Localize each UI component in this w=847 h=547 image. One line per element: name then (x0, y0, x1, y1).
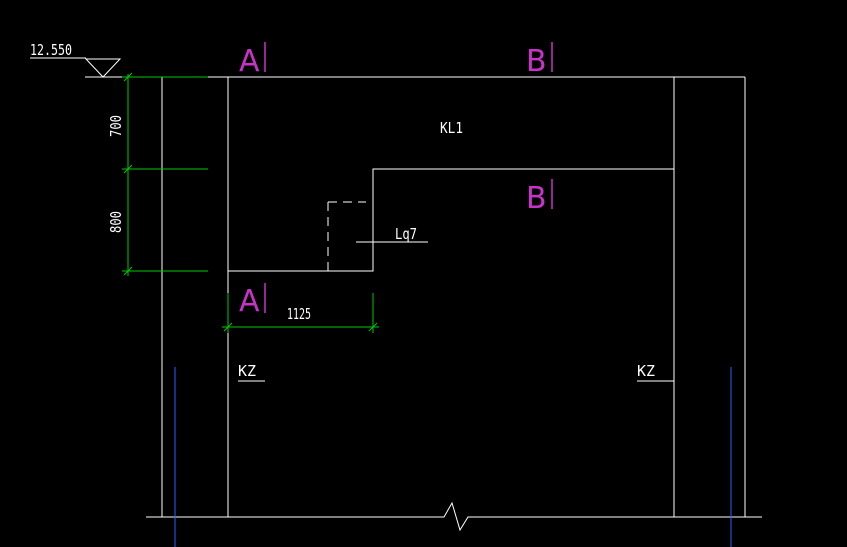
dimension-step-length: 1125 (287, 305, 311, 323)
dim-tick-mid (123, 164, 133, 174)
section-mark-a-top: A (239, 44, 260, 79)
labels: 12.550 KL1 Lq7 KZ KZ 1125 700 800 (30, 41, 655, 380)
break-line (146, 501, 762, 532)
detail-label: Lq7 (395, 225, 417, 243)
dim-tick-bottom (123, 266, 133, 276)
axis-lines (174, 367, 732, 547)
structure-lines (30, 57, 762, 532)
dimension-step-depth: 800 (107, 211, 125, 233)
section-mark-b-top: B (526, 44, 547, 79)
elevation-triangle-icon (84, 58, 122, 78)
elevation-value: 12.550 (30, 41, 72, 59)
dimension-beam-depth: 700 (107, 115, 125, 137)
section-marks: A B B A (239, 42, 553, 319)
dim-tick-right (368, 322, 378, 332)
kz-label-right: KZ (637, 362, 655, 380)
section-mark-b-mid: B (526, 181, 547, 216)
kz-label-left: KZ (238, 362, 256, 380)
dim-tick-left (223, 322, 233, 332)
beam-label: KL1 (440, 119, 463, 137)
hidden-lines (327, 201, 366, 271)
beam-bottom-stepped-line (228, 168, 674, 272)
section-mark-a-bottom: A (239, 284, 260, 319)
dimension-lines (122, 72, 379, 333)
dim-tick-top (123, 72, 133, 82)
